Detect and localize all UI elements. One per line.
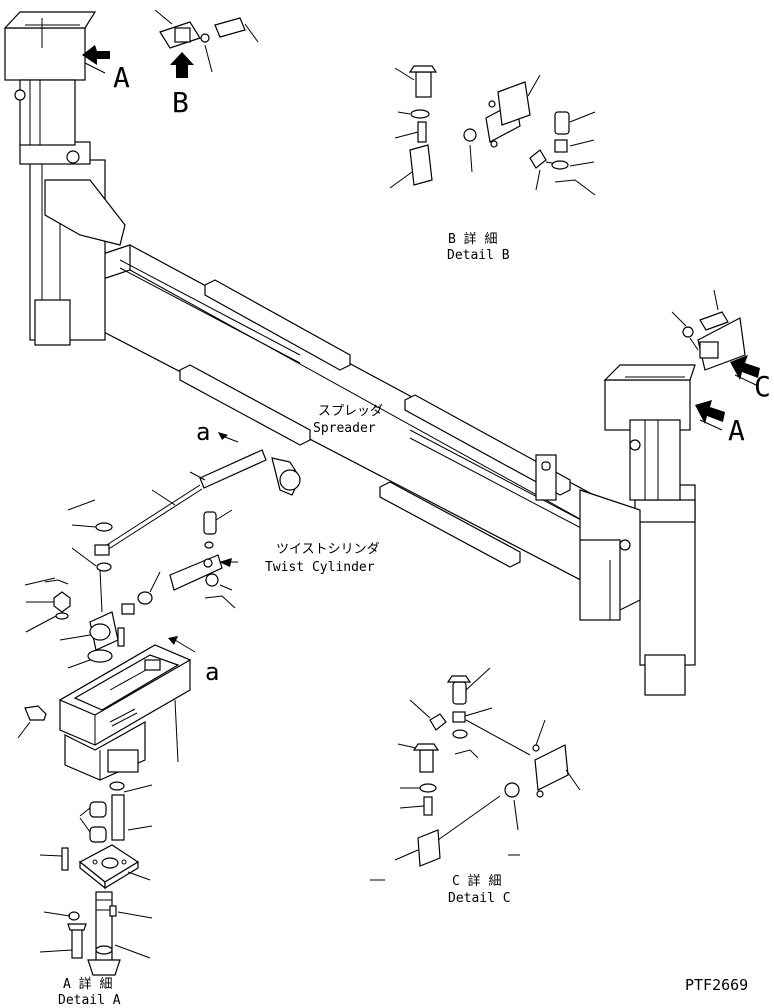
label-spreader-en: Spreader bbox=[313, 421, 376, 436]
spreader-beam bbox=[99, 244, 641, 591]
arrow-a-right bbox=[695, 400, 725, 431]
label-arrow-b-top: B bbox=[172, 86, 189, 119]
drawing-code: PTF2669 bbox=[685, 976, 748, 994]
label-detail-b-jp: B 詳 細 bbox=[448, 231, 497, 247]
right-arm bbox=[579, 364, 696, 696]
twist-cylinder-pointer bbox=[219, 558, 232, 567]
bracket-c-top bbox=[671, 289, 746, 371]
detail-b-parts bbox=[389, 65, 596, 196]
label-arrow-c-right: C bbox=[754, 370, 771, 403]
label-detail-c-jp: C 詳 細 bbox=[452, 873, 501, 889]
bracket-b-top bbox=[154, 9, 259, 73]
label-detail-a-jp: A 詳 細 bbox=[63, 976, 112, 992]
detail-a-parts bbox=[17, 499, 196, 976]
label-twist-jp: ツイストシリンダ bbox=[276, 542, 380, 557]
label-detail-b-en: Detail B bbox=[447, 248, 510, 263]
ref-arrow-a-upper bbox=[218, 432, 239, 443]
arrow-b-top bbox=[170, 52, 194, 78]
label-arrow-a-top: A bbox=[113, 61, 130, 94]
arrow-a-top-left bbox=[82, 45, 110, 74]
left-arm bbox=[3, 11, 126, 346]
label-ref-a-upper: a bbox=[196, 418, 210, 446]
label-ref-a-lower: a bbox=[205, 658, 219, 686]
detail-c-parts bbox=[370, 667, 581, 881]
label-twist-en: Twist Cylinder bbox=[265, 560, 375, 575]
label-arrow-a-right: A bbox=[728, 414, 745, 447]
label-detail-c-en: Detail C bbox=[448, 891, 511, 906]
twist-rod-assembly bbox=[94, 449, 301, 615]
label-detail-a-en: Detail A bbox=[58, 993, 121, 1008]
arrow-c-right bbox=[730, 355, 760, 386]
label-spreader-jp: スプレッダ bbox=[318, 404, 383, 419]
